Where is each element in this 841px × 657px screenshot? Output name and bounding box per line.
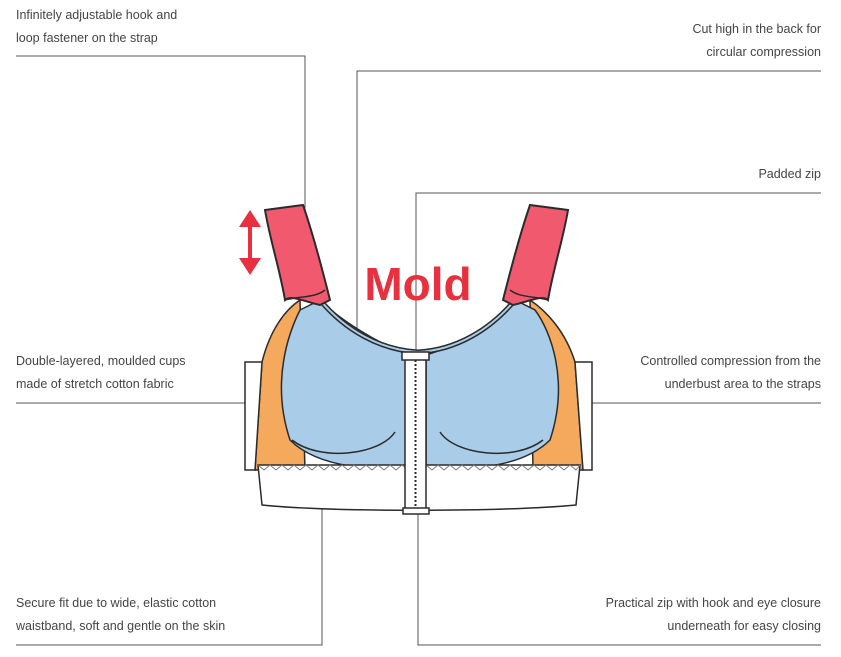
strap-left xyxy=(263,203,332,307)
callout-padded-zip: Padded zip xyxy=(758,163,821,186)
zip xyxy=(401,351,430,515)
leader-strap-fastener xyxy=(16,55,306,255)
cup-seam-right xyxy=(439,431,544,455)
callout-zip-closure: Practical zip with hook and eye closure … xyxy=(606,592,821,638)
leader-back-cut xyxy=(356,70,821,350)
leader-padded-zip xyxy=(415,192,821,355)
callout-line: made of stretch cotton fabric xyxy=(16,377,174,391)
callout-line: waistband, soft and gentle on the skin xyxy=(16,619,226,633)
callout-cups: Double-layered, moulded cups made of str… xyxy=(16,350,186,396)
leader-zip-closure xyxy=(417,512,821,646)
adjust-arrow-icon xyxy=(239,210,261,275)
side-outline-left xyxy=(244,361,263,471)
callout-compression: Controlled compression from the underbus… xyxy=(640,350,821,396)
callout-line: loop fastener on the strap xyxy=(16,31,158,45)
side-outline-right xyxy=(574,361,593,471)
callout-line: underneath for easy closing xyxy=(667,619,821,633)
callout-line: Double-layered, moulded cups xyxy=(16,354,186,368)
callout-line: Controlled compression from the xyxy=(640,354,821,368)
leader-waistband xyxy=(16,487,323,646)
callout-line: underbust area to the straps xyxy=(664,377,821,391)
strap-right xyxy=(501,203,570,307)
callout-back-cut: Cut high in the back for circular compre… xyxy=(692,18,821,64)
callout-line: Infinitely adjustable hook and xyxy=(16,8,178,22)
callout-line: Secure fit due to wide, elastic cotton xyxy=(16,596,217,610)
zip-stop xyxy=(402,507,430,515)
callout-strap-fastener: Infinitely adjustable hook and loop fast… xyxy=(16,4,177,50)
callout-line: circular compression xyxy=(706,45,821,59)
callout-waistband: Secure fit due to wide, elastic cotton w… xyxy=(16,592,225,638)
cup-seam-left xyxy=(291,431,396,455)
strap-fastener-left xyxy=(284,289,326,301)
callout-line: Cut high in the back for xyxy=(692,22,821,36)
strap-fastener-right xyxy=(509,289,549,301)
callout-line: Practical zip with hook and eye closure xyxy=(605,596,821,610)
callout-line: Padded zip xyxy=(758,167,821,181)
zip-puller xyxy=(401,351,430,361)
brand-logo: Mold xyxy=(364,258,471,310)
